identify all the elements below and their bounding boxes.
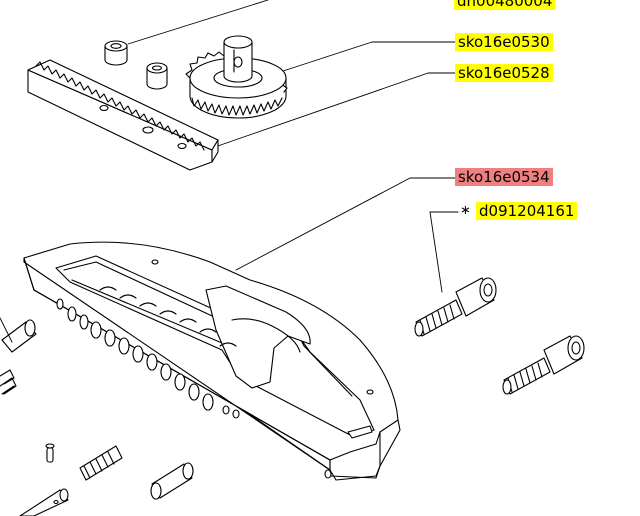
spring-bottom [79,445,123,481]
spring-left [0,369,17,395]
callout-dn00480004[interactable]: dn00480004 [454,0,556,10]
base-plate-part [23,241,401,481]
bushing-lower [146,62,168,90]
rack-part [27,59,219,171]
callout-d091204161[interactable]: d091204161 [476,202,578,220]
callout-sko16e0530[interactable]: sko16e0530 [455,33,553,51]
pin-left [0,317,37,353]
small-pin [45,443,55,463]
bushing-upper [104,40,128,66]
gear-part [185,35,288,119]
callout-sko16e0528[interactable]: sko16e0528 [455,64,553,82]
leader-lines [127,0,459,293]
callout-sko16e0534[interactable]: sko16e0534 [455,168,553,186]
sleeve-bottom [150,462,194,500]
rod-bottom [19,488,69,516]
asterisk-marker: ∗ [460,203,471,218]
screw-upper [414,277,497,337]
screw-lower [502,335,585,395]
